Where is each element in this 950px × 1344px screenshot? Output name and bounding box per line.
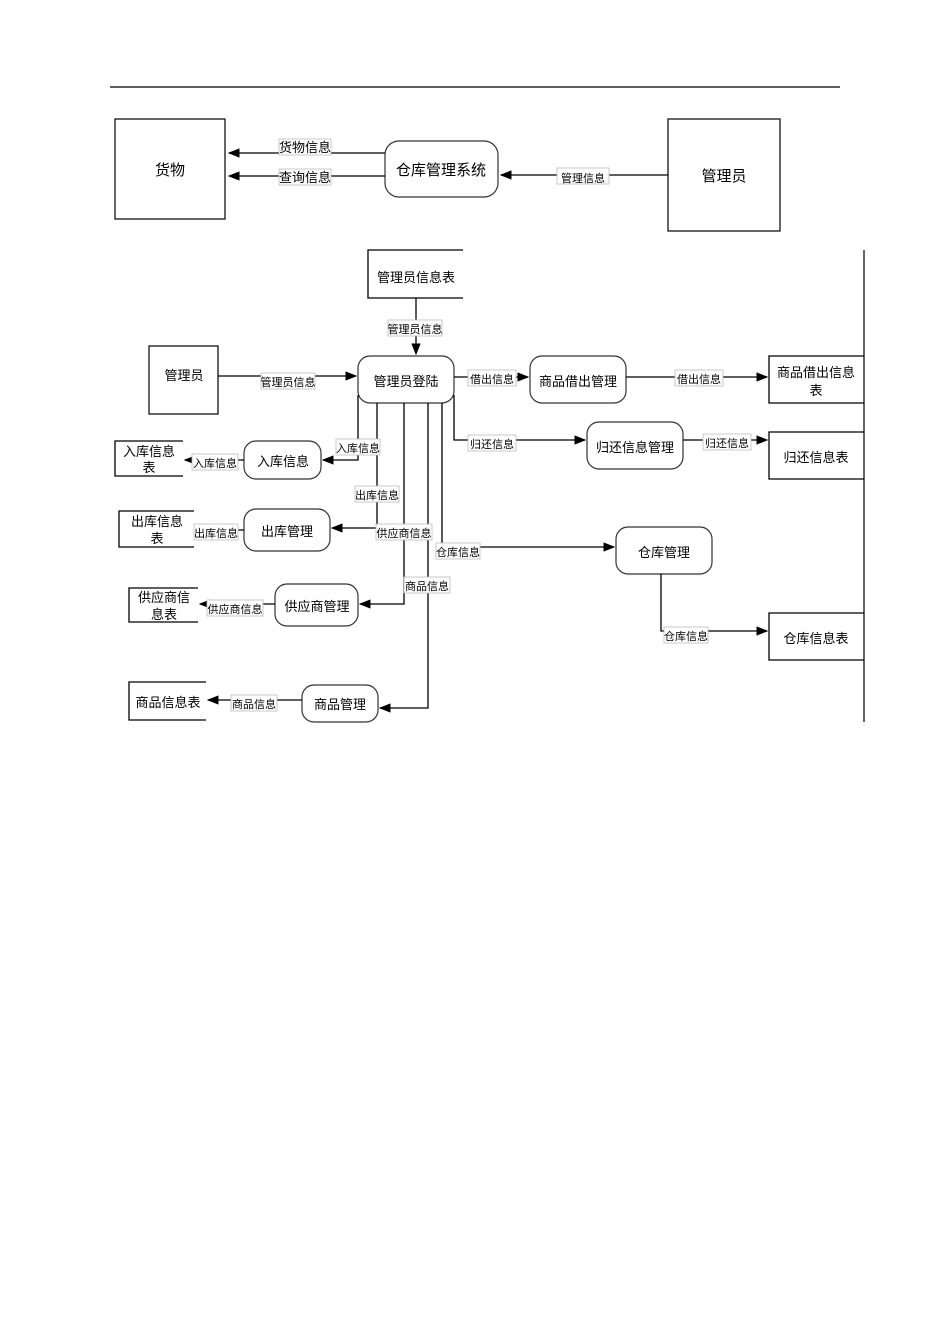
login-process-label: 管理员登陆 bbox=[373, 374, 438, 390]
return-table-label: 归还信息表 bbox=[783, 450, 848, 466]
flow-login-outbound bbox=[330, 403, 378, 533]
flow-login-warehouse bbox=[441, 403, 616, 552]
supplier-table-store bbox=[128, 587, 198, 623]
outbound-table-label-1: 出库信息 bbox=[131, 514, 183, 530]
warehouse-table-store bbox=[768, 612, 864, 661]
label-admin-info-down: 管理员信息 bbox=[388, 322, 443, 336]
flow-goods-info-label: 货物信息 bbox=[279, 140, 331, 156]
admin-entity-2 bbox=[148, 345, 219, 415]
return-table-store bbox=[768, 431, 864, 480]
label-borrow-info-2: 借出信息 bbox=[677, 372, 721, 386]
login-process bbox=[357, 355, 455, 404]
inbound-table-label-2: 表 bbox=[142, 461, 155, 476]
goods-table-store bbox=[128, 681, 206, 721]
flow-admin-info-label: 管理信息 bbox=[561, 171, 605, 185]
label-return-info-2: 归还信息 bbox=[705, 436, 749, 450]
label-outbound-info-2: 出库信息 bbox=[194, 526, 238, 540]
supplier-process-label: 供应商管理 bbox=[284, 599, 349, 615]
borrow-table-store bbox=[768, 355, 864, 404]
outbound-table-label-2: 表 bbox=[150, 532, 163, 547]
label-warehouse-info-1: 仓库信息 bbox=[436, 545, 480, 559]
supplier-table-label-2: 息表 bbox=[151, 607, 177, 623]
borrow-process-label: 商品借出管理 bbox=[539, 375, 617, 390]
borrow-table-label-2: 表 bbox=[809, 384, 822, 399]
warehouse-table-label: 仓库信息表 bbox=[783, 631, 848, 647]
inbound-process-label: 入库信息 bbox=[257, 454, 309, 470]
label-borrow-info-1: 借出信息 bbox=[470, 372, 514, 386]
context-diagram: 货物 仓库管理系统 管理员 货物信息 查询信息 管理信息 bbox=[114, 118, 781, 232]
borrow-table-label-1: 商品借出信息 bbox=[777, 365, 855, 381]
goods-process bbox=[301, 684, 379, 723]
admin-entity-2-label: 管理员 bbox=[164, 369, 203, 384]
supplier-process bbox=[274, 583, 359, 627]
outbound-process-label: 出库管理 bbox=[261, 524, 313, 540]
flow-login-goods bbox=[378, 403, 429, 713]
admin-entity bbox=[667, 118, 781, 232]
label-admin-info-right: 管理员信息 bbox=[261, 375, 316, 389]
borrow-process bbox=[529, 355, 627, 404]
supplier-table-label-1: 供应商信 bbox=[138, 590, 190, 606]
label-inbound-info-2: 入库信息 bbox=[193, 456, 237, 470]
flow-login-inbound bbox=[321, 395, 359, 465]
label-inbound-info-1: 入库信息 bbox=[336, 441, 380, 455]
return-process bbox=[586, 421, 684, 470]
flow-login-return bbox=[453, 395, 587, 445]
label-warehouse-info-2: 仓库信息 bbox=[664, 629, 708, 643]
inbound-table-store bbox=[114, 440, 183, 477]
flow-warehouse-table bbox=[660, 574, 769, 636]
warehouse-process-label: 仓库管理 bbox=[638, 545, 690, 561]
warehouse-process bbox=[615, 526, 713, 575]
label-goods-info-1: 商品信息 bbox=[405, 579, 449, 593]
label-return-info-1: 归还信息 bbox=[470, 437, 514, 451]
label-goods-info-2: 商品信息 bbox=[232, 697, 276, 711]
goods-table-label: 商品信息表 bbox=[135, 695, 200, 711]
return-process-label: 归还信息管理 bbox=[596, 440, 674, 456]
goods-process-label: 商品管理 bbox=[314, 698, 366, 713]
system-process-label: 仓库管理系统 bbox=[396, 161, 486, 179]
admin-entity-label: 管理员 bbox=[701, 167, 746, 185]
flow-query-info-label: 查询信息 bbox=[279, 170, 331, 186]
detail-diagram: 管理员信息表 管理员 管理员登陆 商品借出管理 商品借出信息 表 归还信息管理 … bbox=[114, 249, 865, 723]
outbound-table-store bbox=[118, 510, 194, 548]
flow-login-supplier bbox=[358, 403, 405, 609]
label-outbound-info-1: 出库信息 bbox=[355, 488, 399, 502]
label-supplier-info-2: 供应商信息 bbox=[208, 602, 263, 616]
goods-entity-label: 货物 bbox=[155, 161, 185, 179]
admin-table-label: 管理员信息表 bbox=[377, 270, 455, 286]
label-supplier-info-1: 供应商信息 bbox=[377, 526, 432, 540]
inbound-table-label-1: 入库信息 bbox=[123, 444, 175, 460]
system-process bbox=[384, 140, 499, 198]
goods-entity bbox=[114, 118, 226, 220]
